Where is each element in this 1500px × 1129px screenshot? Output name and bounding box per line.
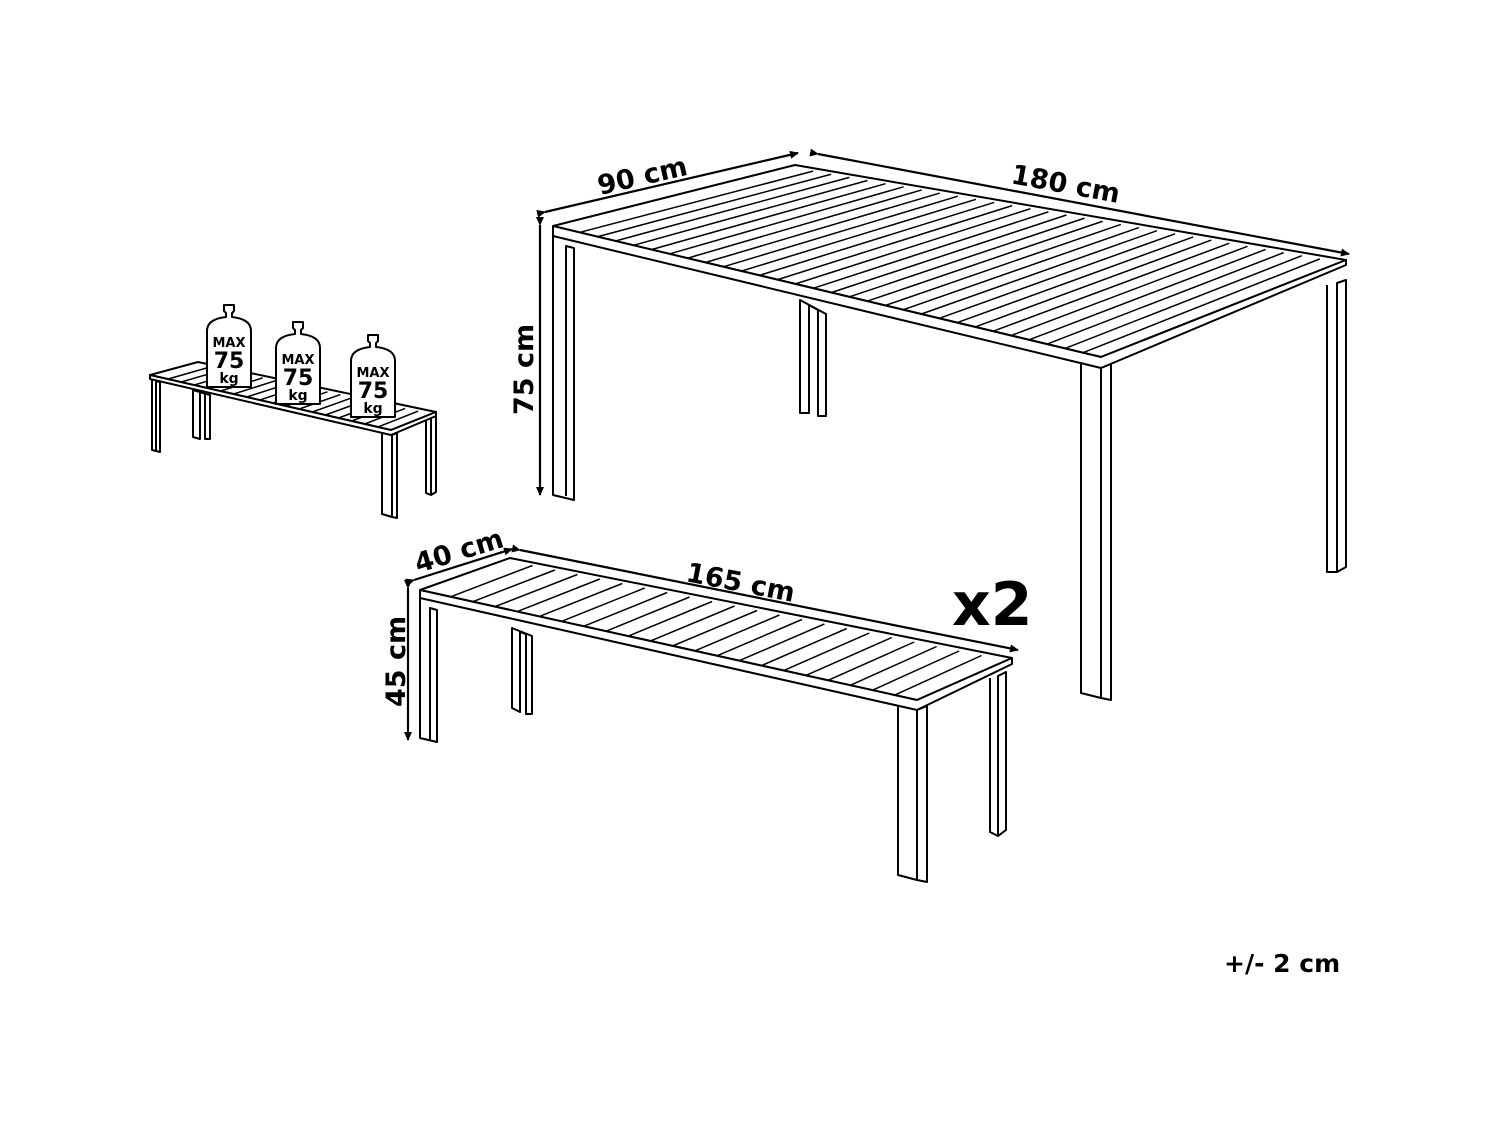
bench-quantity-label: x2 — [952, 570, 1032, 640]
bench-front-left-leg — [419, 598, 438, 743]
weight-body — [206, 304, 252, 388]
bench-slat-gap — [894, 654, 982, 696]
small-bench-front-right-leg — [381, 432, 398, 519]
table-right-leg — [1326, 279, 1347, 573]
small-bench-right-rear-leg — [425, 415, 437, 496]
bench-height-label: 45 cm — [381, 616, 412, 707]
table-back-left-leg — [799, 299, 827, 417]
bench-drawing — [419, 557, 1013, 883]
table-length-label: 180 cm — [1009, 159, 1123, 210]
table-slat-gap — [992, 242, 1230, 332]
table-front-right-leg — [1080, 362, 1112, 701]
table-slat-gap — [1082, 258, 1321, 354]
table-slat-gap — [1010, 245, 1248, 337]
bench-length-arrow — [511, 544, 1019, 653]
table-height-label: 75 cm — [509, 324, 540, 415]
bench-front-right-leg — [897, 705, 928, 883]
weight-unit-label: kg — [219, 371, 238, 387]
tolerance-label: +/- 2 cm — [1224, 949, 1340, 978]
weight-max-label: MAX — [356, 366, 389, 381]
weight-value-label: 75 — [214, 349, 245, 374]
table-slat-gap — [1046, 251, 1284, 345]
bench-back-leg — [511, 627, 533, 715]
bench-slat-gap — [872, 650, 960, 691]
table-front-left-leg — [552, 236, 575, 501]
weight-unit-label: kg — [288, 388, 307, 404]
weight-body — [275, 321, 321, 405]
table-slat-gap — [1064, 255, 1303, 350]
small-bench-back-leg — [192, 389, 211, 440]
weight-max-label: MAX — [281, 353, 314, 368]
bench-right-rear-leg — [989, 671, 1007, 837]
small-bench-slat-gap — [233, 379, 276, 395]
table-width-arrow — [536, 150, 799, 218]
small-bench-apron — [149, 374, 437, 436]
weight-value-label: 75 — [283, 366, 314, 391]
weight-max-label: MAX — [212, 336, 245, 351]
weight-value-label: 75 — [358, 379, 389, 404]
table-length-arrow — [809, 148, 1350, 257]
small-bench-slat-gap — [312, 396, 354, 413]
bench-width-arrow — [405, 547, 513, 587]
small-bench-slat-gap — [377, 410, 419, 428]
small-bench-front-left-leg — [151, 379, 161, 453]
small-bench-slat-gap — [167, 366, 212, 380]
weight-body — [350, 334, 396, 418]
bench-slat-gap — [850, 645, 937, 686]
table-slat-gap — [1028, 248, 1266, 341]
weight-unit-label: kg — [363, 401, 382, 417]
